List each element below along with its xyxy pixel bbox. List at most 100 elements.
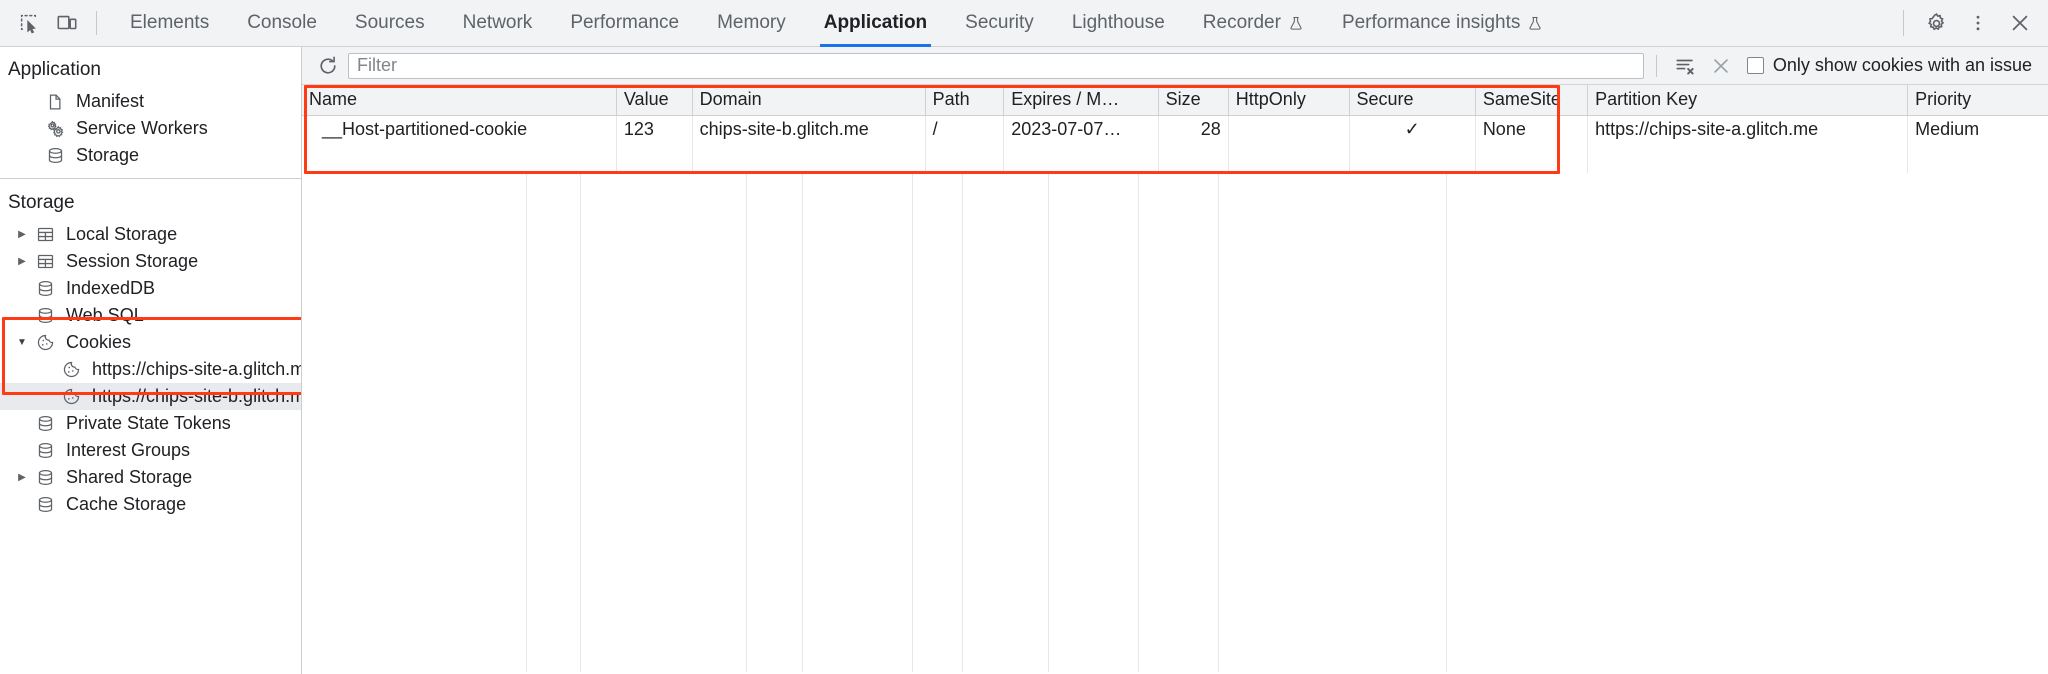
- tab-lighthouse[interactable]: Lighthouse: [1053, 0, 1184, 47]
- sidebar-item-service-workers[interactable]: Service Workers: [0, 115, 301, 142]
- column-header-path[interactable]: Path: [925, 85, 1005, 116]
- chevron-right-icon[interactable]: ▶: [18, 229, 26, 240]
- clear-filtered-cookies-icon[interactable]: [1669, 51, 1701, 81]
- toolbar-divider: [1903, 10, 1904, 36]
- cookie-icon: [58, 387, 84, 406]
- tab-sources[interactable]: Sources: [336, 0, 444, 47]
- sidebar-item-label: Storage: [76, 145, 140, 165]
- sidebar-item-label: IndexedDB: [66, 278, 156, 298]
- cell-expires[interactable]: 2023-07-07…: [1003, 115, 1159, 144]
- tab-label: Performance insights: [1341, 12, 1521, 33]
- column-header-secure[interactable]: Secure: [1349, 85, 1476, 116]
- table-row[interactable]: __Host-partitioned-cookie 123 chips-site…: [302, 115, 2048, 144]
- clear-all-cookies-icon[interactable]: [1705, 51, 1737, 81]
- cell-domain[interactable]: chips-site-b.glitch.me: [692, 115, 926, 144]
- only-issues-checkbox-row[interactable]: Only show cookies with an issue: [1746, 55, 2042, 76]
- empty-cell: [616, 144, 693, 173]
- manifest-document-icon: [42, 93, 68, 111]
- sidebar-divider: [0, 178, 301, 179]
- sidebar-item-web-sql[interactable]: Web SQL: [0, 302, 301, 329]
- cell-priority[interactable]: Medium: [1915, 119, 1980, 140]
- only-issues-checkbox[interactable]: [1746, 57, 1764, 74]
- close-icon[interactable]: [2000, 4, 2040, 42]
- sidebar-item-label: https://chips-site-b.glitch.me: [92, 386, 302, 406]
- sidebar-item-local-storage[interactable]: ▶ Local Storage: [0, 221, 301, 248]
- sidebar-section-storage-title: Storage: [8, 192, 75, 213]
- empty-cell: [1349, 144, 1476, 173]
- tab-security[interactable]: Security: [946, 0, 1053, 47]
- empty-cell: [1475, 144, 1589, 173]
- column-header-expires[interactable]: Expires / M…: [1003, 85, 1159, 116]
- tab-performance-insights[interactable]: Performance insights: [1323, 0, 1562, 47]
- gear-icon[interactable]: [1916, 4, 1956, 42]
- experiment-flask-icon: [1527, 15, 1543, 32]
- sidebar-item-cookies[interactable]: ▼ Cookies: [0, 329, 301, 356]
- tab-recorder[interactable]: Recorder: [1184, 0, 1323, 47]
- sidebar-item-manifest[interactable]: Manifest: [0, 88, 301, 115]
- tab-label: Memory: [717, 12, 786, 33]
- cell-name[interactable]: __Host-partitioned-cookie: [302, 115, 617, 144]
- sidebar-item-storage[interactable]: Storage: [0, 142, 301, 169]
- sidebar-item-session-storage[interactable]: ▶ Session Storage: [0, 248, 301, 275]
- column-header-domain[interactable]: Domain: [692, 85, 926, 116]
- column-header-httponly[interactable]: HttpOnly: [1228, 85, 1350, 116]
- sidebar-item-label: Interest Groups: [66, 440, 191, 460]
- empty-cell: [692, 144, 926, 173]
- sidebar-item-label: Private State Tokens: [66, 413, 231, 433]
- toolbar-divider: [96, 11, 97, 35]
- column-header-samesite[interactable]: SameSite: [1475, 85, 1589, 116]
- tab-application[interactable]: Application: [805, 0, 946, 47]
- tab-network[interactable]: Network: [444, 0, 552, 47]
- sidebar-item-cookies-site-b[interactable]: https://chips-site-b.glitch.me: [0, 383, 301, 410]
- tab-performance[interactable]: Performance: [551, 0, 698, 47]
- cell-size[interactable]: 28: [1158, 115, 1229, 144]
- table-column-guides: [302, 174, 2048, 672]
- tab-console[interactable]: Console: [228, 0, 336, 47]
- refresh-icon[interactable]: [312, 51, 344, 81]
- chevron-down-icon[interactable]: ▼: [17, 337, 27, 348]
- cookies-table-wrapper: Name Value Domain Path Expires / M… Size…: [302, 85, 2048, 672]
- tab-memory[interactable]: Memory: [698, 0, 805, 47]
- sidebar-item-label: Shared Storage: [66, 467, 193, 487]
- sidebar-item-label: Cookies: [66, 332, 132, 352]
- column-header-priority[interactable]: Priority: [1907, 85, 2048, 116]
- tab-elements[interactable]: Elements: [111, 0, 228, 47]
- kebab-menu-icon[interactable]: [1958, 4, 1998, 42]
- sidebar-item-label: Manifest: [76, 91, 145, 111]
- cell-secure[interactable]: ✓: [1349, 115, 1476, 144]
- sidebar-item-shared-storage[interactable]: ▶ Shared Storage: [0, 464, 301, 491]
- cell-partition-key[interactable]: https://chips-site-a.glitch.me: [1587, 115, 1909, 144]
- cell-path[interactable]: /: [925, 115, 1005, 144]
- chevron-right-icon[interactable]: ▶: [18, 256, 26, 267]
- database-icon: [32, 495, 58, 514]
- only-issues-label: Only show cookies with an issue: [1772, 55, 2032, 75]
- sidebar-item-interest-groups[interactable]: Interest Groups: [0, 437, 301, 464]
- sidebar-item-private-state-tokens[interactable]: Private State Tokens: [0, 410, 301, 437]
- column-header-partition-key[interactable]: Partition Key: [1587, 85, 1909, 116]
- cell-value[interactable]: 123: [616, 115, 693, 144]
- search-input[interactable]: [348, 52, 1644, 79]
- inspect-element-icon[interactable]: [10, 5, 48, 41]
- column-header-value[interactable]: Value: [616, 85, 693, 116]
- cell-httponly[interactable]: [1228, 115, 1350, 144]
- sidebar-item-indexeddb[interactable]: IndexedDB: [0, 275, 301, 302]
- table-grid-icon: [32, 225, 58, 244]
- column-header-size[interactable]: Size: [1158, 85, 1229, 116]
- sidebar-item-cookies-site-a[interactable]: https://chips-site-a.glitch.me: [0, 356, 301, 383]
- database-icon: [32, 468, 58, 487]
- database-icon: [32, 279, 58, 298]
- filterbar-divider: [1655, 54, 1657, 77]
- device-toolbar-icon[interactable]: [48, 5, 86, 41]
- sidebar-section-application-title: Application: [8, 59, 101, 80]
- cell-samesite[interactable]: None: [1475, 115, 1589, 144]
- tab-label: Network: [462, 12, 533, 33]
- empty-cell: [1908, 144, 2048, 173]
- column-header-name[interactable]: Name: [302, 85, 617, 116]
- cookies-panel: Only show cookies with an issue: [302, 47, 2048, 674]
- sidebar-item-cache-storage[interactable]: Cache Storage: [0, 491, 301, 518]
- empty-cell: [1587, 144, 1909, 173]
- tab-label: Performance: [570, 12, 680, 33]
- empty-cell: [925, 144, 1005, 173]
- chevron-right-icon[interactable]: ▶: [18, 472, 26, 483]
- sidebar-item-label: Session Storage: [66, 251, 199, 271]
